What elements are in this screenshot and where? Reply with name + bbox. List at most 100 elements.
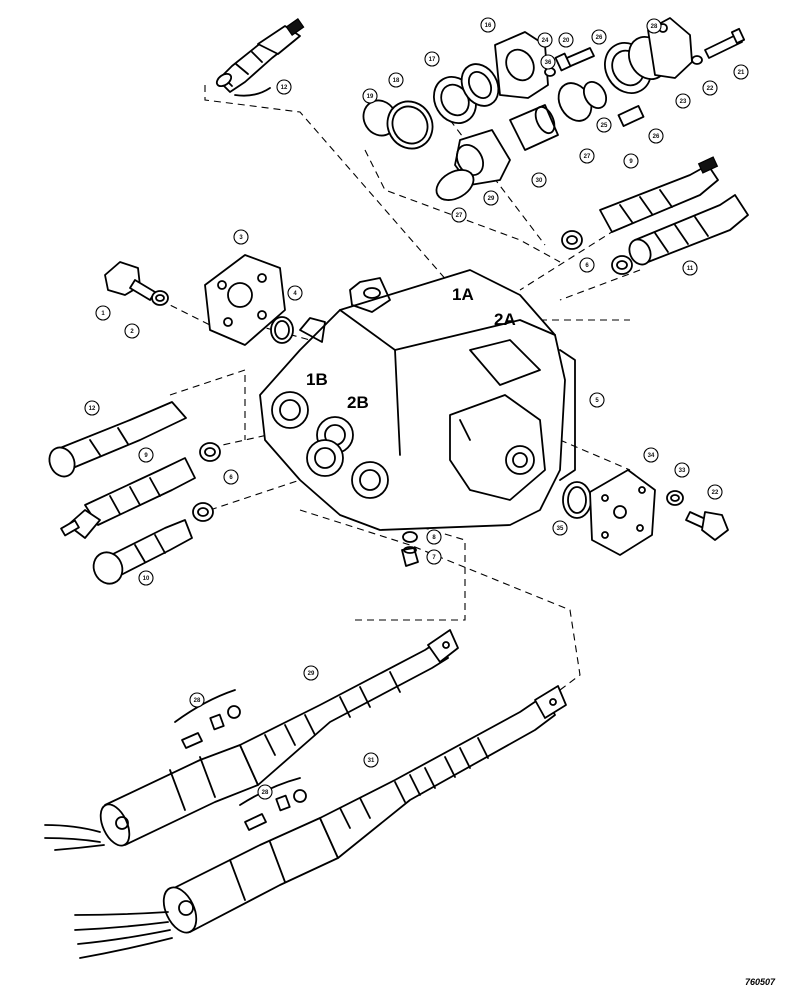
- svg-text:27: 27: [456, 213, 463, 219]
- port-label-1a: 1A: [452, 285, 474, 304]
- svg-text:12: 12: [89, 406, 96, 412]
- relief-valves-right: [561, 156, 749, 275]
- svg-text:28: 28: [194, 698, 201, 704]
- svg-text:4: 4: [293, 291, 297, 297]
- svg-text:35: 35: [557, 526, 564, 532]
- svg-text:6: 6: [229, 475, 233, 481]
- callout: 5: [589, 392, 605, 408]
- svg-text:16: 16: [485, 23, 492, 29]
- svg-text:3: 3: [239, 235, 243, 241]
- callout: 27: [451, 207, 467, 223]
- svg-text:29: 29: [488, 196, 495, 202]
- callout: 24: [537, 32, 553, 48]
- callout: 27: [579, 148, 595, 164]
- reference-number: 760507: [745, 977, 776, 987]
- callout: 4: [287, 285, 303, 301]
- svg-text:27: 27: [584, 154, 591, 160]
- svg-text:26: 26: [653, 134, 660, 140]
- svg-text:18: 18: [393, 78, 400, 84]
- callout: 18: [388, 72, 404, 88]
- detent-parts: [174, 689, 307, 831]
- callout: 32: [0, 0, 7, 2]
- callout: 25: [596, 117, 612, 133]
- callout: 35: [552, 520, 568, 536]
- callout: 9: [623, 153, 639, 169]
- callout: 31: [363, 752, 379, 768]
- callout: 2: [124, 323, 140, 339]
- callout: 30: [531, 172, 547, 188]
- svg-text:5: 5: [595, 398, 599, 404]
- svg-text:9: 9: [629, 159, 633, 165]
- callout: 29: [483, 190, 499, 206]
- port-label-2a: 2A: [494, 310, 516, 329]
- callout: 1: [95, 305, 111, 321]
- callout: 22: [702, 80, 718, 96]
- callout: 33: [674, 462, 690, 478]
- seal-assembly-top-right: [362, 17, 746, 201]
- svg-text:26: 26: [596, 35, 603, 41]
- callout: 9: [138, 447, 154, 463]
- svg-text:12: 12: [281, 85, 288, 91]
- callout: 8: [426, 529, 442, 545]
- callout: 26: [591, 29, 607, 45]
- svg-text:30: 30: [536, 178, 543, 184]
- valve-body: [259, 269, 576, 531]
- svg-text:28: 28: [651, 24, 658, 30]
- callout: 28: [257, 784, 273, 800]
- callout: 10: [138, 570, 154, 586]
- callout: 28: [189, 692, 205, 708]
- svg-text:22: 22: [712, 490, 719, 496]
- callout: 3: [233, 229, 249, 245]
- svg-text:29: 29: [308, 671, 315, 677]
- spool-lower: [74, 685, 567, 959]
- callout: 16: [480, 17, 496, 33]
- callout: 11: [682, 260, 698, 276]
- svg-text:6: 6: [585, 263, 589, 269]
- svg-text:36: 36: [545, 60, 552, 66]
- svg-text:34: 34: [648, 453, 655, 459]
- spool-upper: [44, 629, 459, 851]
- svg-text:33: 33: [679, 468, 686, 474]
- callout: 28: [646, 18, 662, 34]
- callout: 22: [707, 484, 723, 500]
- callout: 34: [643, 447, 659, 463]
- svg-text:10: 10: [143, 576, 150, 582]
- callout: 26: [648, 128, 664, 144]
- callout: 6: [579, 257, 595, 273]
- svg-text:23: 23: [680, 99, 687, 105]
- svg-text:25: 25: [601, 123, 608, 129]
- callout: 6: [223, 469, 239, 485]
- callout: 7: [426, 549, 442, 565]
- svg-text:20: 20: [563, 38, 570, 44]
- callout: 12: [276, 79, 292, 95]
- callout: 36: [540, 54, 556, 70]
- svg-text:21: 21: [738, 70, 745, 76]
- callout: 12: [84, 400, 100, 416]
- svg-text:9: 9: [144, 453, 148, 459]
- relief-valve-top: [215, 18, 305, 97]
- callouts: 1 2 3 4 5 6 6 7 8 9 9 10 11 12 12 16 17 …: [0, 0, 749, 800]
- svg-text:22: 22: [707, 86, 714, 92]
- svg-text:11: 11: [687, 266, 694, 272]
- svg-text:31: 31: [368, 758, 375, 764]
- svg-text:19: 19: [367, 94, 374, 100]
- callout: 21: [733, 64, 749, 80]
- svg-text:2: 2: [130, 329, 134, 335]
- svg-text:17: 17: [429, 57, 436, 63]
- callout: 20: [558, 32, 574, 48]
- small-fittings: [401, 531, 419, 567]
- relief-valves-left: [48, 401, 221, 585]
- port-labels: 1A 2A 1B 2B: [306, 285, 516, 412]
- svg-text:24: 24: [542, 38, 549, 44]
- svg-text:1: 1: [101, 311, 105, 317]
- svg-text:8: 8: [432, 535, 436, 541]
- port-label-2b: 2B: [347, 393, 369, 412]
- callout: 17: [424, 51, 440, 67]
- callout: 19: [362, 88, 378, 104]
- callout: 23: [675, 93, 691, 109]
- right-end-cover: [562, 469, 729, 556]
- port-label-1b: 1B: [306, 370, 328, 389]
- svg-text:28: 28: [262, 790, 269, 796]
- left-flange-parts: [104, 254, 294, 346]
